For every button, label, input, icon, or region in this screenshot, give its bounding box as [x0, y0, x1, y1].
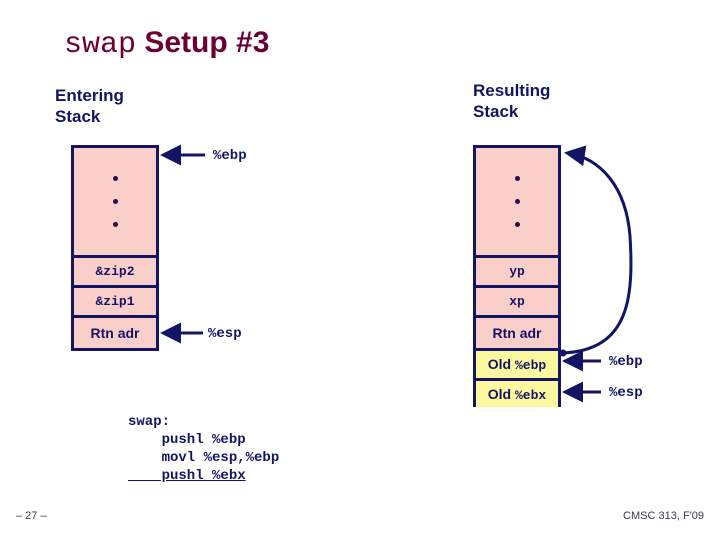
ellipsis-dot	[112, 222, 118, 227]
cell-label: Rtn adr	[492, 325, 542, 341]
cell-label-register: %ebx	[515, 387, 547, 403]
resulting-stack-box: yp xp Rtn adr Old %ebp Old %ebx	[473, 145, 561, 407]
resulting-esp-label: %esp	[609, 385, 643, 401]
entering-ebp-label: %ebp	[213, 148, 247, 164]
entering-stack-cell-zip2: &zip2	[74, 255, 156, 285]
code-line: swap:	[128, 414, 171, 430]
cell-label: Old %ebp	[488, 356, 546, 373]
entering-stack-heading: Entering Stack	[55, 86, 124, 126]
resulting-stack-cell-rtn-adr: Rtn adr	[476, 315, 558, 348]
code-line: movl %esp,%ebp	[128, 450, 280, 466]
code-line: pushl %ebp	[128, 432, 246, 448]
resulting-ebp-label: %ebp	[609, 354, 643, 370]
entering-esp-label: %esp	[208, 326, 242, 342]
saved-ebp-chain-arrow	[562, 145, 633, 355]
cell-label: &zip2	[95, 264, 135, 279]
code-line-highlighted: pushl %ebx	[128, 468, 246, 484]
ellipsis-dot	[112, 176, 118, 181]
page-title-sans: Setup #3	[136, 26, 270, 59]
entering-stack-cell-rtn-adr: Rtn adr	[74, 315, 156, 348]
entering-stack-box: &zip2 &zip1 Rtn adr	[71, 145, 159, 351]
code-line-wrap: pushl %ebp	[128, 431, 279, 449]
cell-label: yp	[509, 264, 525, 279]
page-number: – 27 –	[16, 510, 47, 522]
resulting-stack-cell-yp: yp	[476, 255, 558, 285]
cell-label-register: %ebp	[515, 358, 547, 373]
vertical-ellipsis	[74, 148, 156, 255]
page-title: swap Setup #3	[64, 26, 269, 62]
resulting-stack-cell-xp: xp	[476, 285, 558, 315]
resulting-stack-cell-dots	[476, 148, 558, 255]
cell-label: Rtn adr	[90, 325, 140, 341]
code-line-wrap: movl %esp,%ebp	[128, 449, 280, 467]
swap-code-block: swap: pushl %ebp movl %esp,%ebp pushl %e…	[128, 413, 279, 485]
entering-stack-cell-zip1: &zip1	[74, 285, 156, 315]
resulting-stack-cell-old-ebp: Old %ebp	[476, 348, 558, 378]
code-line-wrap: pushl %ebx	[128, 467, 279, 485]
page-title-mono: swap	[64, 28, 137, 62]
vertical-ellipsis	[476, 148, 558, 255]
cell-label-prefix: Old	[487, 356, 515, 372]
cell-label: &zip1	[95, 294, 135, 309]
course-label: CMSC 313, F'09	[623, 510, 704, 522]
cell-label: xp	[509, 294, 525, 309]
ellipsis-dot	[514, 199, 520, 204]
resulting-stack-heading: Resulting Stack	[473, 81, 551, 121]
ellipsis-dot	[514, 176, 520, 181]
ellipsis-dot	[514, 222, 520, 227]
resulting-stack-cell-old-ebx: Old %ebx	[476, 378, 558, 407]
cell-label-prefix: Old	[487, 385, 515, 402]
entering-stack-cell-dots	[74, 148, 156, 255]
cell-label: Old %ebx	[488, 386, 546, 403]
ellipsis-dot	[112, 199, 118, 204]
